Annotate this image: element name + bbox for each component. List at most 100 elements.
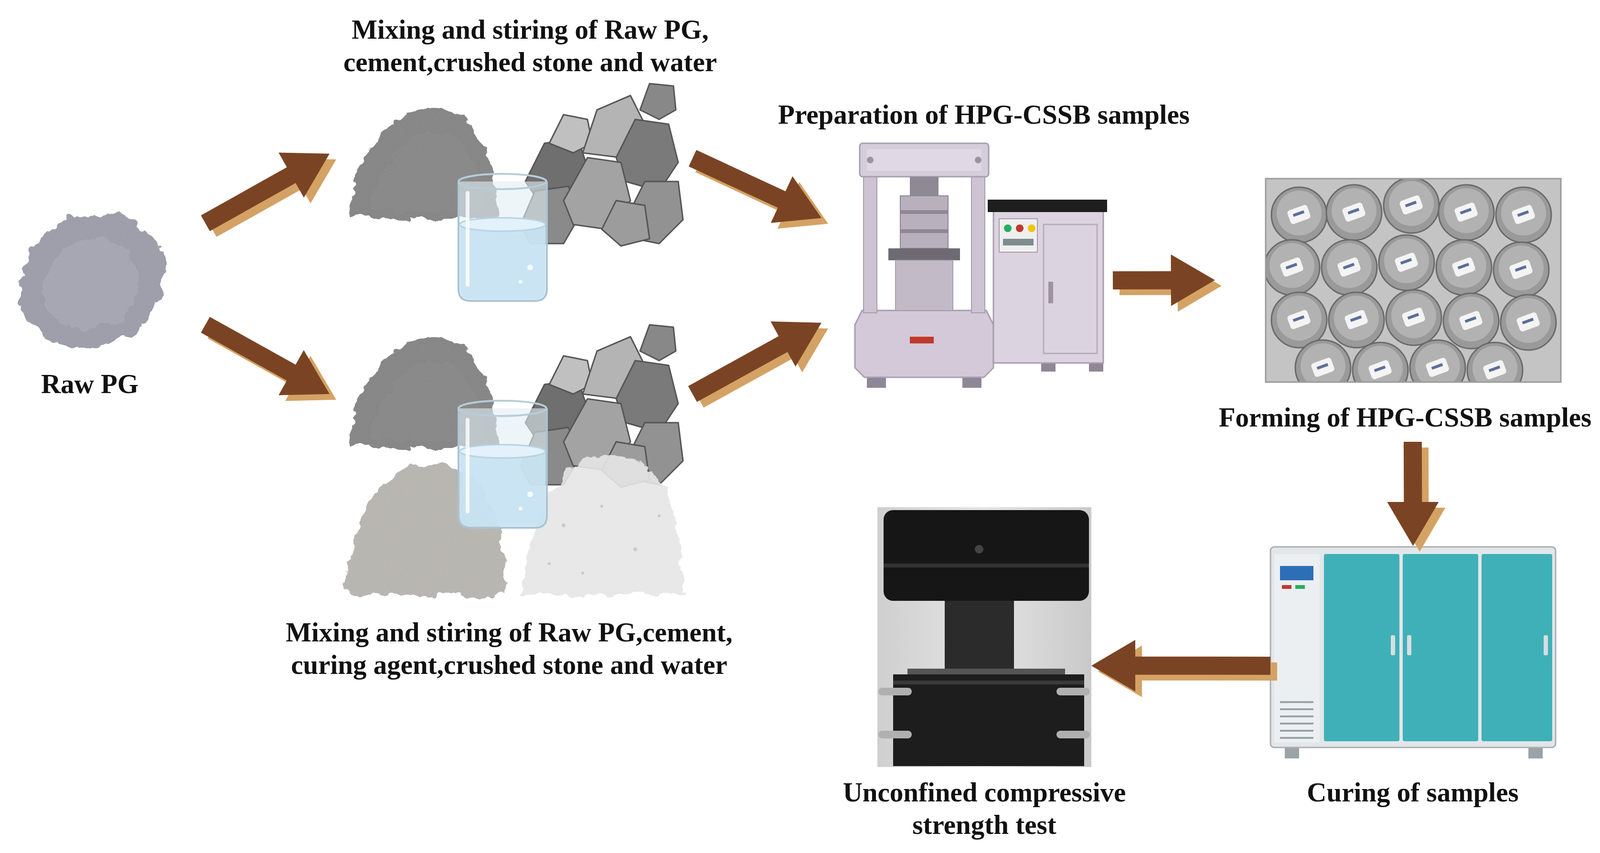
compaction-machine-part <box>866 149 982 171</box>
flow-arrow <box>1112 254 1222 312</box>
formed-samples-photo-part-part <box>1495 187 1552 243</box>
formed-samples-photo-part-part <box>1493 242 1549 298</box>
curing-cabinet-part <box>1281 585 1292 589</box>
flow-arrow <box>1091 640 1278 698</box>
ucs-test-photo-part <box>974 544 984 554</box>
ucs-test-photo-part <box>1056 730 1090 739</box>
bottom-mixing-materials-part-part <box>561 523 566 528</box>
formed-samples-photo-part-part <box>1500 294 1557 351</box>
bottom-mixing-materials-part <box>458 400 547 528</box>
compaction-machine-part <box>909 176 939 196</box>
raw-pg-powder-part <box>18 212 164 347</box>
compaction-machine-part <box>900 195 949 249</box>
ucs-test-photo-part <box>907 668 1066 676</box>
curing-cabinet-part <box>1280 565 1314 581</box>
compaction-machine-part <box>1043 224 1098 354</box>
flow-arrow <box>201 152 337 238</box>
step-label: Mixing and stiring of Raw PG, cement,cru… <box>334 13 726 79</box>
compaction-machine-part <box>1088 362 1104 372</box>
step-label: Raw PG <box>41 367 139 401</box>
compaction-machine-part <box>1002 238 1034 246</box>
step-label: Preparation of HPG-CSSB samples <box>778 98 1190 131</box>
ucs-test-photo-part <box>883 510 1089 601</box>
formed-samples-photo-part <box>1265 178 1557 383</box>
arrow-body <box>1112 254 1216 307</box>
top-mixing-materials <box>347 83 683 301</box>
step-node: Curing of samples <box>1270 545 1556 760</box>
curing-cabinet-part <box>1280 702 1314 738</box>
compaction-machine-part <box>962 377 982 388</box>
formed-samples-photo-part-part <box>1438 184 1494 241</box>
formed-samples-photo-part-part <box>1321 239 1377 296</box>
arrow-body <box>201 316 330 395</box>
formed-samples-photo-part-part <box>1295 340 1351 383</box>
curing-cabinet-part-part <box>1280 708 1314 711</box>
compaction-machine-part <box>987 199 1108 213</box>
formed-samples-photo-part-part <box>1271 292 1327 348</box>
compaction-machine-part <box>888 248 960 261</box>
top-mixing-materials-part <box>458 173 547 301</box>
formed-samples-photo-part-part <box>1383 178 1440 234</box>
formed-samples-photo-part-part <box>1326 184 1382 241</box>
raw-pg-powder <box>18 212 164 347</box>
formed-samples-photo-part-part <box>1409 340 1466 383</box>
curing-cabinet-part <box>1481 554 1553 742</box>
bottom-mixing-materials <box>346 324 683 595</box>
arrow-body <box>201 152 330 232</box>
bottom-mixing-materials-part-part <box>581 571 585 575</box>
compaction-machine-part <box>1027 224 1036 233</box>
curing-cabinet <box>1270 546 1556 759</box>
compaction-machine-part <box>999 218 1038 253</box>
curing-cabinet-part-part <box>1280 715 1314 718</box>
compaction-machine-part <box>854 310 994 378</box>
step-label: Forming of HPG-CSSB samples <box>1218 401 1592 434</box>
arrow-body <box>1386 441 1439 546</box>
curing-cabinet-part <box>1295 585 1305 589</box>
ucs-test-photo-part <box>893 680 1085 685</box>
compaction-machine-part <box>900 210 949 214</box>
step-node: Forming of HPG-CSSB samples <box>1215 176 1596 442</box>
step-node: Raw PG <box>9 202 206 406</box>
curing-cabinet-part <box>1274 554 1320 743</box>
compaction-machine-part <box>895 260 953 311</box>
bottom-mixing-materials-part-part <box>600 504 604 508</box>
bottom-mixing-materials-part <box>547 504 661 575</box>
flow-arrow <box>688 321 829 408</box>
raw-pg-powder-part <box>42 238 139 330</box>
formed-samples-photo-part <box>1265 178 1561 383</box>
formed-samples-photo-part-part <box>1443 293 1499 349</box>
step-label: Unconfined compressive strength test <box>831 776 1138 842</box>
curing-cabinet-part-part <box>1280 729 1314 732</box>
ucs-test-photo-part <box>1056 687 1090 696</box>
curing-cabinet-part <box>1402 554 1479 742</box>
bottom-mixing-materials-part-part <box>633 547 638 552</box>
formed-samples-photo-part-part <box>1386 289 1442 346</box>
ucs-test-photo-part <box>878 687 912 696</box>
step-node: Mixing and stiring of Raw PG,cement, cur… <box>329 324 693 602</box>
ucs-test-photo-part <box>883 563 1089 568</box>
flow-arrow <box>688 149 829 229</box>
ucs-test-photo-part <box>944 600 1014 673</box>
compaction-machine-part <box>993 210 1104 363</box>
flow-arrow <box>201 316 337 401</box>
compaction-machine-part <box>1015 224 1024 233</box>
formed-samples-photo-part-part <box>1271 187 1327 243</box>
step-node: Unconfined compressive strength test <box>877 507 1092 768</box>
step-label: Mixing and stiring of Raw PG,cement, cur… <box>275 616 744 682</box>
compaction-machine-part <box>900 229 949 234</box>
ucs-test-photo-part <box>877 507 1092 768</box>
compaction-machine-part <box>866 377 886 388</box>
step-node: Mixing and stiring of Raw PG, cement,cru… <box>329 78 693 306</box>
formed-samples-photo-part-part <box>1378 234 1435 291</box>
compaction-machine-part <box>1048 281 1054 304</box>
curing-cabinet-part <box>1390 635 1396 656</box>
compaction-machine-part <box>974 156 982 164</box>
compaction-machine <box>854 143 1108 388</box>
bottom-mixing-materials-part-part <box>657 514 661 518</box>
ucs-test-photo-part <box>878 730 912 739</box>
ucs-test-photo-part <box>893 674 1085 767</box>
compaction-machine-part <box>909 336 934 344</box>
arrow-body <box>688 321 822 403</box>
step-label: Curing of samples <box>1306 776 1519 809</box>
